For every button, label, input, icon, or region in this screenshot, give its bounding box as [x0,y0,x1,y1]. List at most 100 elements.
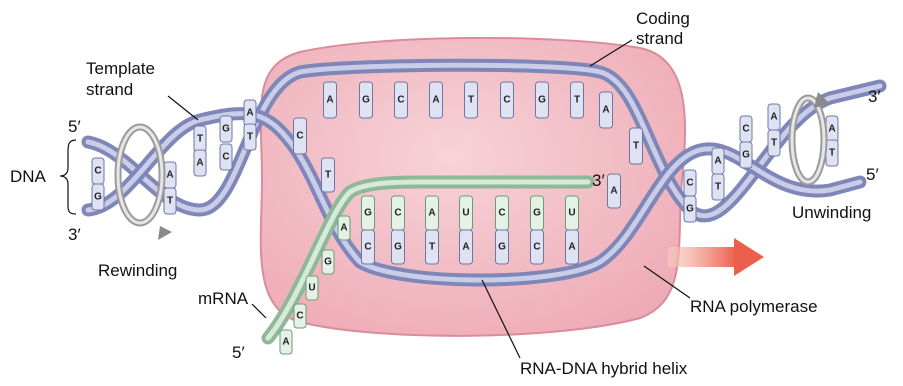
base-mrna-tail-3: C [294,304,306,328]
svg-text:G: G [222,124,230,135]
svg-text:G: G [362,95,370,106]
svg-text:C: C [397,95,404,106]
svg-text:A: A [568,242,575,253]
svg-text:G: G [686,204,694,215]
base-left-bottom-1: T [164,188,176,214]
svg-text:C: C [503,95,510,106]
svg-text:G: G [498,242,506,253]
base-template-hybrid-5: C [531,230,544,264]
base-template-left-0: C [294,118,307,154]
base-rna-2: A [426,196,439,230]
base-rna-6: U [566,196,579,230]
base-template-hybrid-6: A [566,230,579,264]
base-coding-7: T [571,82,584,118]
svg-text:G: G [364,208,372,219]
coding-strand-label-line2: strand [636,29,683,48]
svg-text:T: T [715,182,721,193]
svg-text:T: T [197,134,203,145]
base-left-top-2: T [194,126,206,152]
base-mrna-tail-1: G [322,250,334,274]
svg-text:A: A [326,95,333,106]
base-rna-1: C [392,196,405,230]
svg-text:C: C [686,178,693,189]
base-coding-6: G [536,82,549,118]
svg-text:A: A [770,112,777,123]
svg-text:A: A [602,105,609,116]
svg-text:T: T [468,95,474,106]
svg-text:C: C [498,208,505,219]
base-coding-5: C [501,82,514,118]
base-coding-2: C [395,82,408,118]
base-template-hybrid-0: C [362,230,375,264]
base-template-left-1: T [322,158,335,192]
base-coding-1: G [360,82,373,118]
base-template-hybrid-1: G [392,230,405,264]
base-right-bottom-2: G [740,142,752,168]
base-right-top-3: A [768,104,780,130]
svg-text:U: U [568,208,575,219]
base-coding-0: A [324,82,337,118]
svg-text:C: C [296,311,303,322]
svg-text:A: A [714,156,721,167]
base-coding-4: T [465,82,478,118]
svg-text:T: T [633,141,639,152]
base-left-bottom-2: A [194,150,206,176]
base-mrna-tail-4: A [280,330,292,354]
svg-text:T: T [247,132,253,143]
base-right-bottom-3: T [768,130,780,156]
svg-text:T: T [574,95,580,106]
svg-text:G: G [394,242,402,253]
svg-text:G: G [94,192,102,203]
coding-strand-label-line1: Coding [636,9,690,28]
base-left-top-0: C [92,158,104,184]
base-template-right-0: T [630,128,643,164]
five-prime-right-label: 5′ [866,165,879,184]
base-mrna-tail-0: A [338,216,350,240]
base-rna-0: G [362,196,375,230]
base-right-top-2: C [740,116,752,142]
base-mrna-tail-2: U [306,276,318,300]
dna-brace [60,140,76,214]
svg-text:A: A [166,170,173,181]
svg-text:A: A [828,124,835,135]
svg-text:C: C [296,131,303,142]
base-right-bottom-0: G [684,196,696,222]
svg-text:A: A [432,95,439,106]
mrna-leader [252,304,266,318]
svg-text:C: C [364,242,371,253]
svg-text:U: U [462,208,469,219]
five-prime-mrna-label: 5′ [232,343,245,362]
svg-text:C: C [94,166,101,177]
base-right-bottom-1: T [712,174,724,200]
base-coding-3: A [430,82,443,118]
five-prime-left-label: 5′ [68,117,81,136]
unwinding-label: Unwinding [792,203,871,222]
svg-text:A: A [340,223,347,234]
svg-text:G: G [538,95,546,106]
direction-arrow-icon [668,238,764,276]
three-prime-left-label: 3′ [68,225,81,244]
base-left-top-4: A [244,100,256,126]
base-template-hybrid-3: A [460,230,473,264]
svg-text:A: A [246,108,253,119]
base-template-hybrid-4: G [496,230,509,264]
svg-text:G: G [533,208,541,219]
base-rna-5: G [531,196,544,230]
base-left-bottom-0: G [92,184,104,210]
svg-text:G: G [742,150,750,161]
svg-text:C: C [533,242,540,253]
base-left-bottom-3: C [220,144,232,170]
svg-text:T: T [167,196,173,207]
base-right-top-0: C [684,170,696,196]
svg-text:T: T [829,148,835,159]
svg-text:T: T [771,138,777,149]
base-rna-4: C [496,196,509,230]
hybrid-helix-label: RNA-DNA hybrid helix [520,359,688,378]
svg-text:C: C [394,208,401,219]
template-strand-label-line2: strand [86,80,133,99]
template-strand-label-line1: Template [86,59,155,78]
three-prime-rna-label: 3′ [592,171,605,190]
base-coding-8: A [600,92,613,128]
base-right-top-4: A [826,116,838,142]
